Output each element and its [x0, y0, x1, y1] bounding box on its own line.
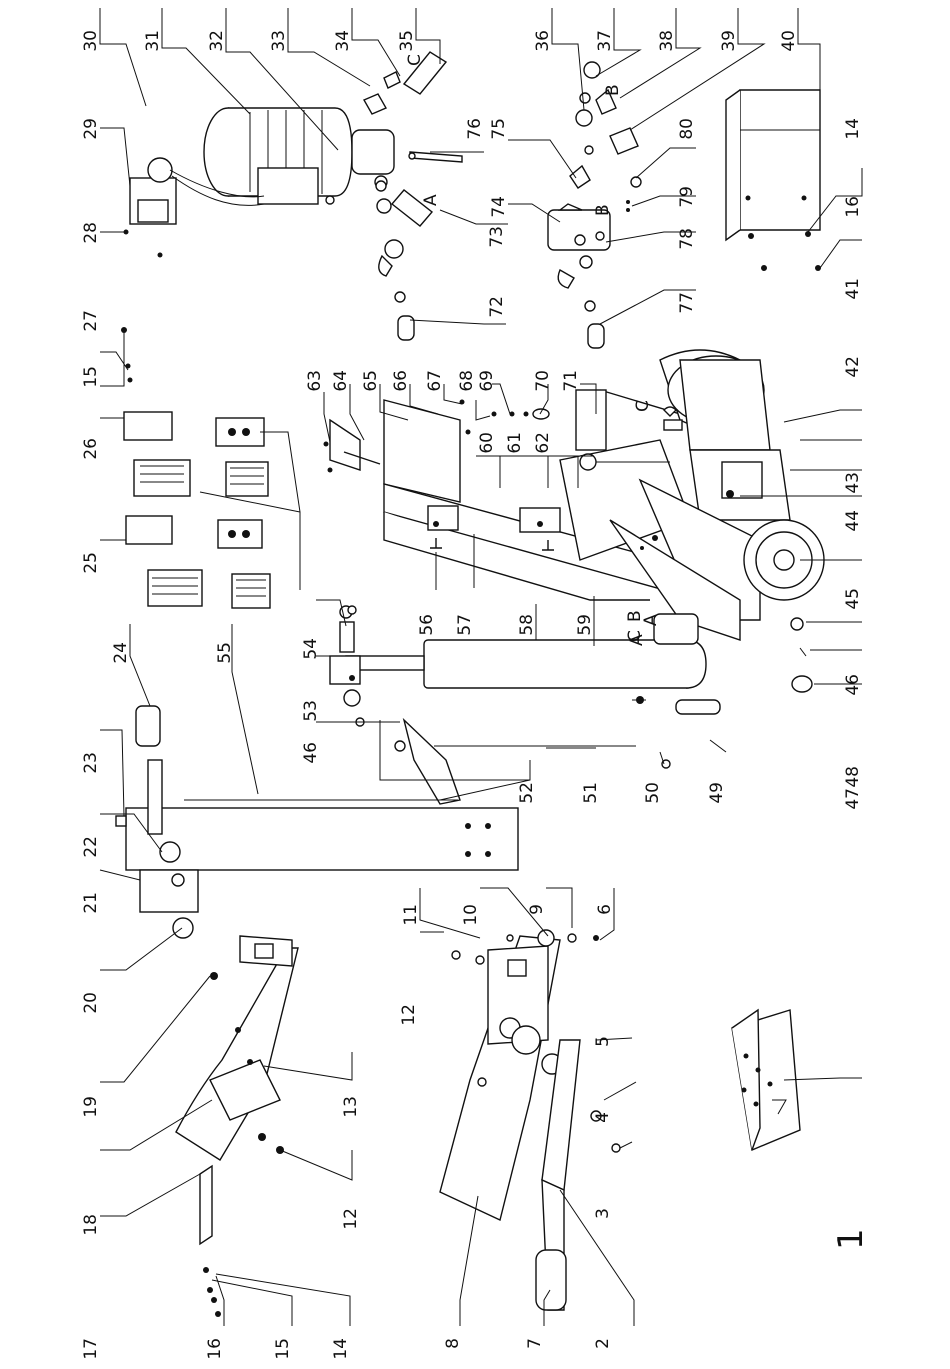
callout-3: 3 — [593, 1208, 613, 1219]
splitting-wedge-parts — [121, 327, 300, 608]
callout-28: 28 — [81, 222, 101, 244]
callout-17: 17 — [81, 1338, 101, 1360]
callout-55: 55 — [215, 642, 235, 664]
callout-62: 62 — [533, 432, 553, 454]
callout-61: 61 — [505, 432, 525, 454]
callout-13: 13 — [341, 1096, 361, 1118]
callout-48: 48 — [843, 766, 863, 788]
callout-16: 16 — [843, 196, 863, 218]
callout-50: 50 — [643, 782, 663, 804]
callout-67: 67 — [425, 370, 445, 392]
callout-25: 25 — [81, 552, 101, 574]
callout-14: 14 — [331, 1338, 351, 1360]
callout-77: 77 — [677, 292, 697, 314]
callout-26: 26 — [81, 438, 101, 460]
callout-33: 33 — [269, 30, 289, 52]
callout-72: 72 — [487, 296, 507, 318]
callout-12: 12 — [341, 1208, 361, 1230]
callout-64: 64 — [331, 370, 351, 392]
callout-14: 14 — [843, 118, 863, 140]
connector-letter: C — [405, 54, 425, 66]
callout-15: 15 — [81, 366, 101, 388]
callout-42: 42 — [843, 356, 863, 378]
callout-56: 56 — [417, 614, 437, 636]
callout-24: 24 — [111, 642, 131, 664]
push-plate-assembly — [116, 706, 518, 938]
callout-58: 58 — [517, 614, 537, 636]
callout-19: 19 — [81, 1096, 101, 1118]
log-table — [176, 936, 298, 1317]
callout-43: 43 — [843, 472, 863, 494]
callout-35: 35 — [397, 30, 417, 52]
callout-69: 69 — [477, 370, 497, 392]
callout-60: 60 — [477, 432, 497, 454]
callout-54: 54 — [301, 638, 321, 660]
callout-11: 11 — [401, 904, 421, 926]
callout-79: 79 — [677, 186, 697, 208]
callout-22: 22 — [81, 836, 101, 858]
callout-36: 36 — [533, 30, 553, 52]
connector-letter: C — [633, 400, 653, 412]
callout-40: 40 — [779, 30, 799, 52]
callout-29: 29 — [81, 118, 101, 140]
callout-38: 38 — [657, 30, 677, 52]
callout-75: 75 — [489, 118, 509, 140]
callout-6: 6 — [595, 904, 615, 915]
callout-59: 59 — [575, 614, 595, 636]
callout-65: 65 — [361, 370, 381, 392]
callout-68: 68 — [457, 370, 477, 392]
callout-18: 18 — [81, 1214, 101, 1236]
callout-15: 15 — [273, 1338, 293, 1360]
callout-74: 74 — [489, 196, 509, 218]
callout-70: 70 — [533, 370, 553, 392]
callout-49: 49 — [707, 782, 727, 804]
callout-73: 73 — [487, 226, 507, 248]
callout-47: 47 — [843, 788, 863, 810]
connector-letter: B — [593, 204, 613, 216]
callout-10: 10 — [461, 904, 481, 926]
callout-78: 78 — [677, 228, 697, 250]
motor-cover — [726, 90, 821, 271]
callout-66: 66 — [391, 370, 411, 392]
drawing-number: 1 — [831, 1228, 871, 1250]
callout-44: 44 — [843, 510, 863, 532]
connector-letter: C — [625, 630, 645, 642]
callout-12: 12 — [399, 1004, 419, 1026]
callout-2: 2 — [593, 1338, 613, 1349]
callout-46: 46 — [843, 674, 863, 696]
rod-and-lever — [395, 696, 720, 804]
callout-41: 41 — [843, 278, 863, 300]
callout-21: 21 — [81, 892, 101, 914]
callout-34: 34 — [333, 30, 353, 52]
callout-31: 31 — [143, 30, 163, 52]
callout-7: 7 — [525, 1338, 545, 1349]
motor-assembly — [204, 108, 394, 204]
callout-5: 5 — [593, 1036, 613, 1047]
callout-57: 57 — [455, 614, 475, 636]
callout-16: 16 — [205, 1338, 225, 1360]
callout-32: 32 — [207, 30, 227, 52]
callout-9: 9 — [527, 904, 547, 915]
callout-51: 51 — [581, 782, 601, 804]
callout-63: 63 — [305, 370, 325, 392]
callout-20: 20 — [81, 992, 101, 1014]
callout-80: 80 — [677, 118, 697, 140]
callout-45: 45 — [843, 588, 863, 610]
connector-letter: B — [603, 84, 623, 96]
callout-71: 71 — [561, 370, 581, 392]
callout-39: 39 — [719, 30, 739, 52]
connector-letter: B — [625, 610, 645, 622]
callout-30: 30 — [81, 30, 101, 52]
callout-37: 37 — [595, 30, 615, 52]
callout-27: 27 — [81, 310, 101, 332]
callout-52: 52 — [517, 782, 537, 804]
callout-4: 4 — [593, 1112, 613, 1123]
callout-76: 76 — [465, 118, 485, 140]
callout-23: 23 — [81, 752, 101, 774]
callout-53: 53 — [301, 700, 321, 722]
callout-8: 8 — [443, 1338, 463, 1349]
connector-letter: A — [421, 194, 441, 206]
callout-46: 46 — [301, 742, 321, 764]
